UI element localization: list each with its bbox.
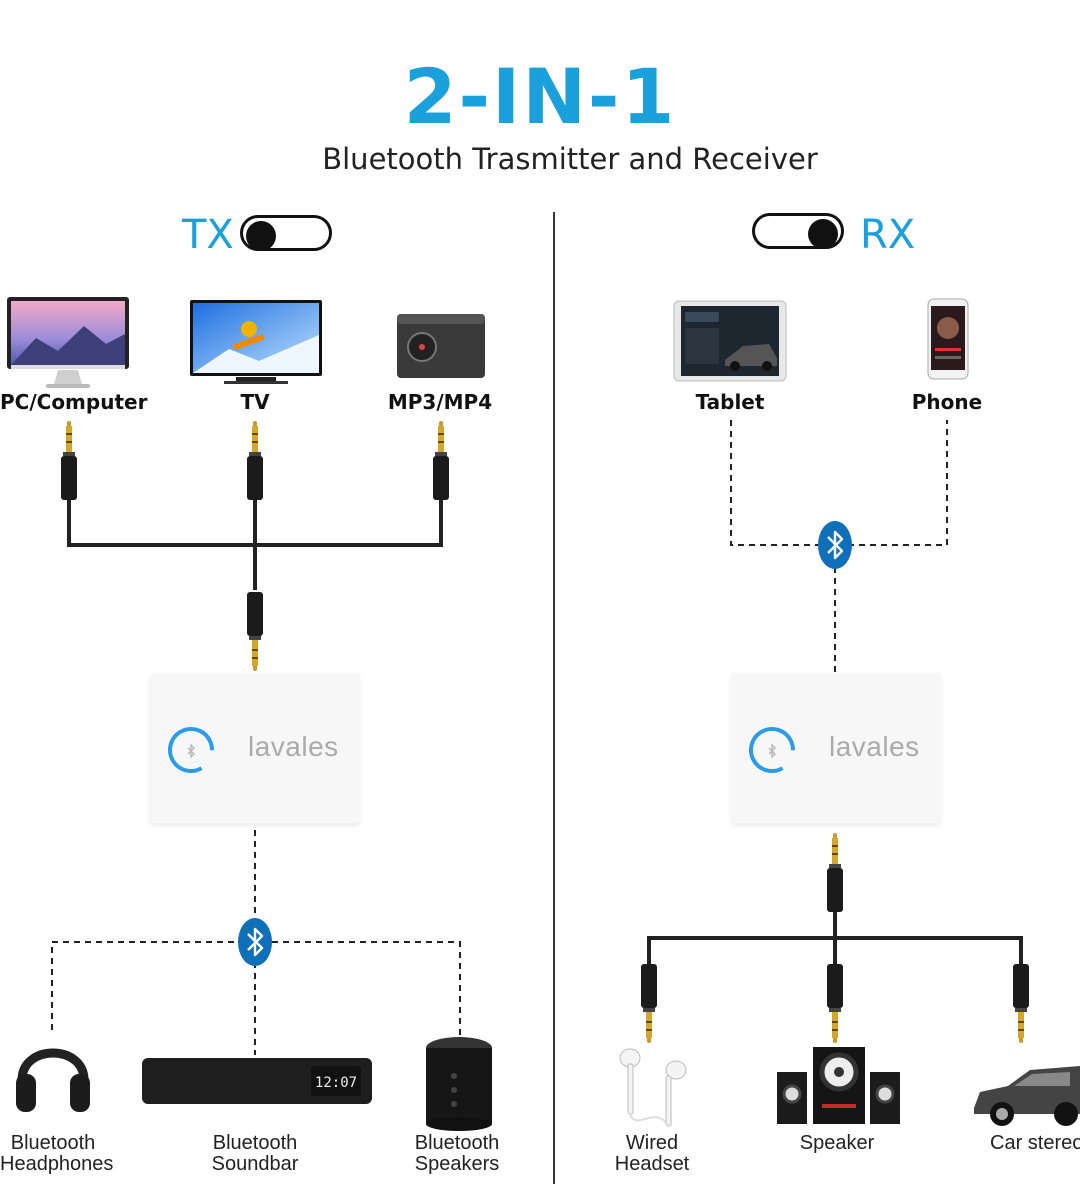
soundbar-display: 12:07: [315, 1075, 357, 1091]
tv-icon: [190, 300, 322, 384]
source-label-phone: Phone: [911, 390, 983, 414]
tx-source-cables: [67, 500, 443, 590]
source-label-tablet: Tablet: [695, 390, 765, 414]
source-label-pc: PC/Computer: [0, 390, 148, 414]
soundbar-icon: 12:07: [142, 1058, 372, 1104]
rx-output-plug-speaker: [827, 964, 843, 1043]
tx-source-plug-mp3: [433, 421, 449, 500]
tablet-icon: [673, 300, 787, 382]
tx-hub-device: lavales: [150, 673, 360, 823]
source-label-tv: TV: [240, 390, 270, 414]
car-icon: [974, 1066, 1080, 1126]
rx-hub-plug: [827, 833, 843, 912]
tx-source-plug-tv: [247, 421, 263, 500]
tx-toggle[interactable]: [240, 215, 332, 251]
tx-source-plug-pc: [61, 421, 77, 500]
source-label-mp3: MP3/MP4: [387, 390, 493, 414]
speaker-system-icon: [777, 1047, 900, 1124]
rx-mode-label: RX: [860, 212, 916, 258]
rx-output-plug-car: [1013, 964, 1029, 1043]
hub-power-ring-icon: [168, 727, 214, 773]
tx-mode-label: TX: [182, 212, 234, 258]
phone-icon: [927, 298, 969, 380]
tx-hub-plug: [247, 592, 263, 671]
rx-toggle-knob: [808, 219, 838, 249]
rx-output-plug-headset: [641, 964, 657, 1043]
mp3-player-icon: [397, 314, 485, 378]
output-label-car: Car stereo: [990, 1132, 1080, 1154]
hub-brand: lavales: [829, 731, 920, 762]
center-divider: [553, 212, 555, 1184]
speaker-icon: [426, 1037, 492, 1131]
hub-power-ring-icon: [749, 727, 795, 773]
output-label-speaker: Speaker: [799, 1132, 875, 1154]
bluetooth-icon: [238, 918, 272, 966]
tx-toggle-knob: [246, 221, 276, 251]
headline: 2-IN-1: [403, 52, 677, 141]
bluetooth-icon: [818, 521, 852, 569]
headphones-icon: [16, 1048, 90, 1112]
rx-hub-device: lavales: [731, 673, 941, 823]
subheadline: Bluetooth Trasmitter and Receiver: [322, 142, 818, 176]
hub-brand: lavales: [248, 731, 339, 762]
monitor-icon: [7, 297, 129, 388]
rx-toggle[interactable]: [752, 213, 844, 249]
earphones-icon: [619, 1048, 687, 1127]
